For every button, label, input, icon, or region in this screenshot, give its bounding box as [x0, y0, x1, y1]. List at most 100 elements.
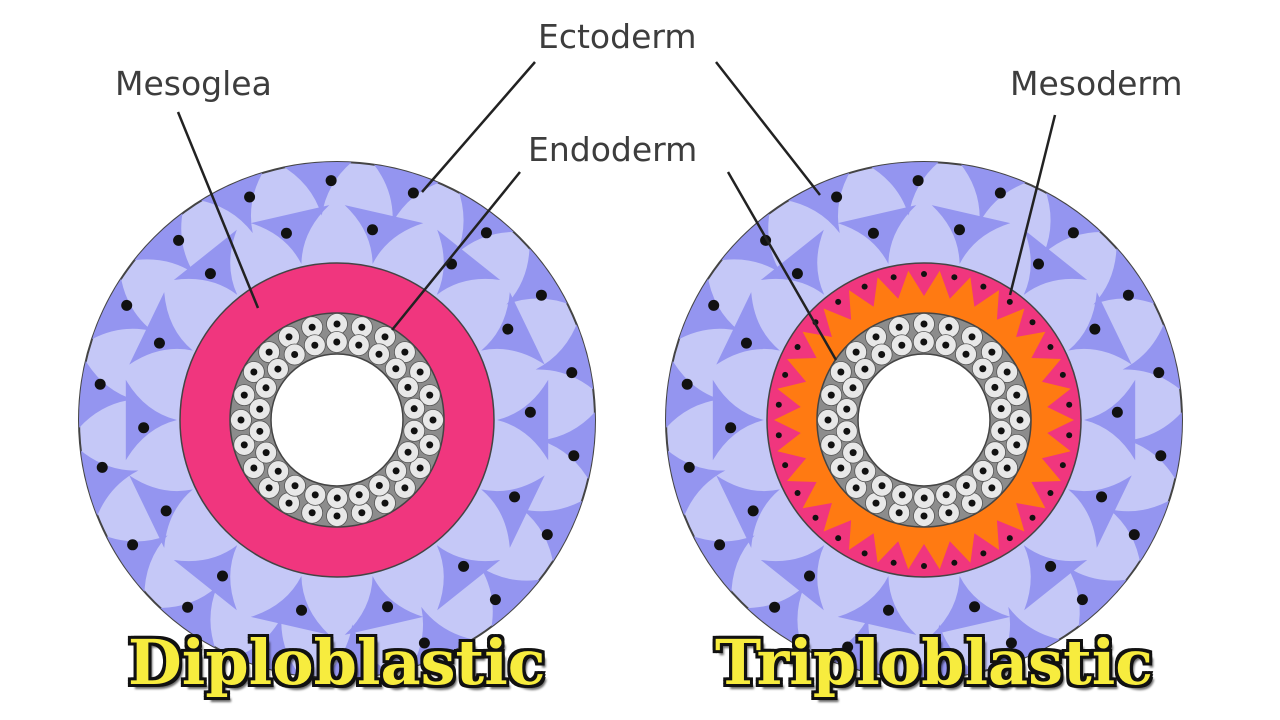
cell-nucleus	[244, 191, 256, 203]
cell-nucleus	[265, 348, 273, 356]
mesoderm-label: Mesoderm	[1010, 64, 1183, 103]
cell-nucleus	[262, 384, 270, 392]
cell-nucleus	[410, 427, 418, 435]
cell-nucleus	[333, 494, 341, 502]
ectoderm-cell	[760, 229, 825, 295]
endoderm-leader-left	[391, 171, 521, 331]
ectoderm-cell	[1127, 407, 1182, 484]
ectoderm-cell	[995, 606, 1066, 673]
cell-nucleus	[337, 653, 349, 665]
cell-nucleus	[997, 427, 1005, 435]
cell-nucleus	[1096, 491, 1108, 503]
cell-nucleus	[945, 323, 953, 331]
cell-nucleus	[980, 283, 987, 290]
cell-nucleus	[121, 299, 133, 311]
cell-nucleus	[1003, 464, 1011, 472]
cell-nucleus	[382, 601, 394, 613]
cell-nucleus	[524, 406, 536, 418]
cell-nucleus	[1045, 560, 1057, 572]
cell-nucleus	[849, 449, 857, 457]
ectoderm-nuclei-right	[681, 175, 1167, 665]
cell-nucleus	[861, 550, 868, 557]
endoderm-leader-right	[726, 171, 838, 361]
diploblastic-title: Diploblastic	[128, 626, 546, 699]
cell-nucleus	[127, 539, 139, 551]
ectoderm-cell	[456, 187, 520, 254]
cell-nucleus	[418, 637, 430, 649]
cell-nucleus	[852, 484, 860, 492]
cell-nucleus	[285, 499, 293, 507]
ectoderm-cell	[712, 379, 764, 461]
cell-nucleus	[375, 350, 383, 358]
cell-nucleus	[1013, 391, 1021, 399]
triploblastic-figure	[665, 161, 1183, 679]
cell-nucleus	[968, 499, 976, 507]
cell-nucleus	[1059, 462, 1066, 469]
ectoderm-cell	[866, 162, 943, 216]
ectoderm-cell	[741, 586, 805, 653]
diploblastic-figure	[78, 161, 596, 679]
cell-nucleus	[366, 224, 378, 236]
cell-nucleus	[274, 365, 282, 373]
cell-nucleus	[775, 401, 782, 408]
cell-nucleus	[872, 333, 880, 341]
cell-nucleus	[991, 383, 999, 391]
cell-nucleus	[962, 481, 970, 489]
cell-nucleus	[1032, 258, 1044, 270]
cell-nucleus	[991, 448, 999, 456]
cell-nucleus	[1111, 406, 1123, 418]
cell-nucleus	[681, 378, 693, 390]
cell-nucleus	[291, 351, 299, 359]
cell-nucleus	[898, 341, 906, 349]
ectoderm-cell	[782, 167, 853, 234]
cell-nucleus	[1066, 401, 1073, 408]
cell-nucleus	[979, 467, 987, 475]
ectoderm-cell	[1043, 187, 1107, 254]
cell-nucleus	[683, 461, 695, 473]
cell-nucleus	[358, 323, 366, 331]
cell-nucleus	[381, 499, 389, 507]
ectoderm-cell	[1023, 545, 1088, 611]
ectoderm-cell	[905, 624, 982, 678]
ectoderm-cell	[125, 379, 177, 461]
endoderm-nuclei-right	[824, 320, 1024, 520]
cell-nucleus	[407, 187, 419, 199]
ectoderm-cell	[195, 167, 266, 234]
cell-nucleus	[535, 289, 547, 301]
cell-nucleus	[942, 341, 950, 349]
cell-nucleus	[843, 405, 851, 413]
cell-nucleus	[988, 484, 996, 492]
cell-nucleus	[1059, 371, 1066, 378]
cell-nucleus	[794, 344, 801, 350]
cell-nucleus	[256, 405, 264, 413]
ectoderm-cell	[1068, 475, 1132, 548]
ectoderm-cell	[436, 229, 501, 295]
cell-nucleus	[1047, 490, 1054, 496]
cell-nucleus	[280, 227, 292, 239]
cell-nucleus	[375, 481, 383, 489]
cell-nucleus	[942, 491, 950, 499]
cell-nucleus	[333, 512, 341, 520]
cell-nucleus	[1066, 432, 1073, 439]
cell-nucleus	[852, 348, 860, 356]
cell-nucleus	[951, 274, 958, 281]
cell-nucleus	[1122, 289, 1134, 301]
cell-nucleus	[837, 464, 845, 472]
cell-nucleus	[410, 405, 418, 413]
cell-nucleus	[138, 422, 150, 434]
cell-nucleus	[1067, 227, 1079, 239]
cell-nucleus	[804, 570, 816, 582]
cell-nucleus	[1016, 416, 1024, 424]
cell-nucleus	[878, 351, 886, 359]
cell-nucleus	[782, 371, 789, 378]
cell-nucleus	[291, 482, 299, 490]
ectoderm-cell	[173, 229, 238, 295]
ectoderm-cell	[715, 207, 781, 274]
ectoderm-cell	[1084, 379, 1136, 461]
cell-nucleus	[980, 550, 987, 557]
cell-nucleus	[827, 441, 835, 449]
cell-nucleus	[969, 601, 981, 613]
ectoderm-label: Ectoderm	[538, 17, 697, 56]
cell-nucleus	[240, 391, 248, 399]
cell-nucleus	[240, 441, 248, 449]
